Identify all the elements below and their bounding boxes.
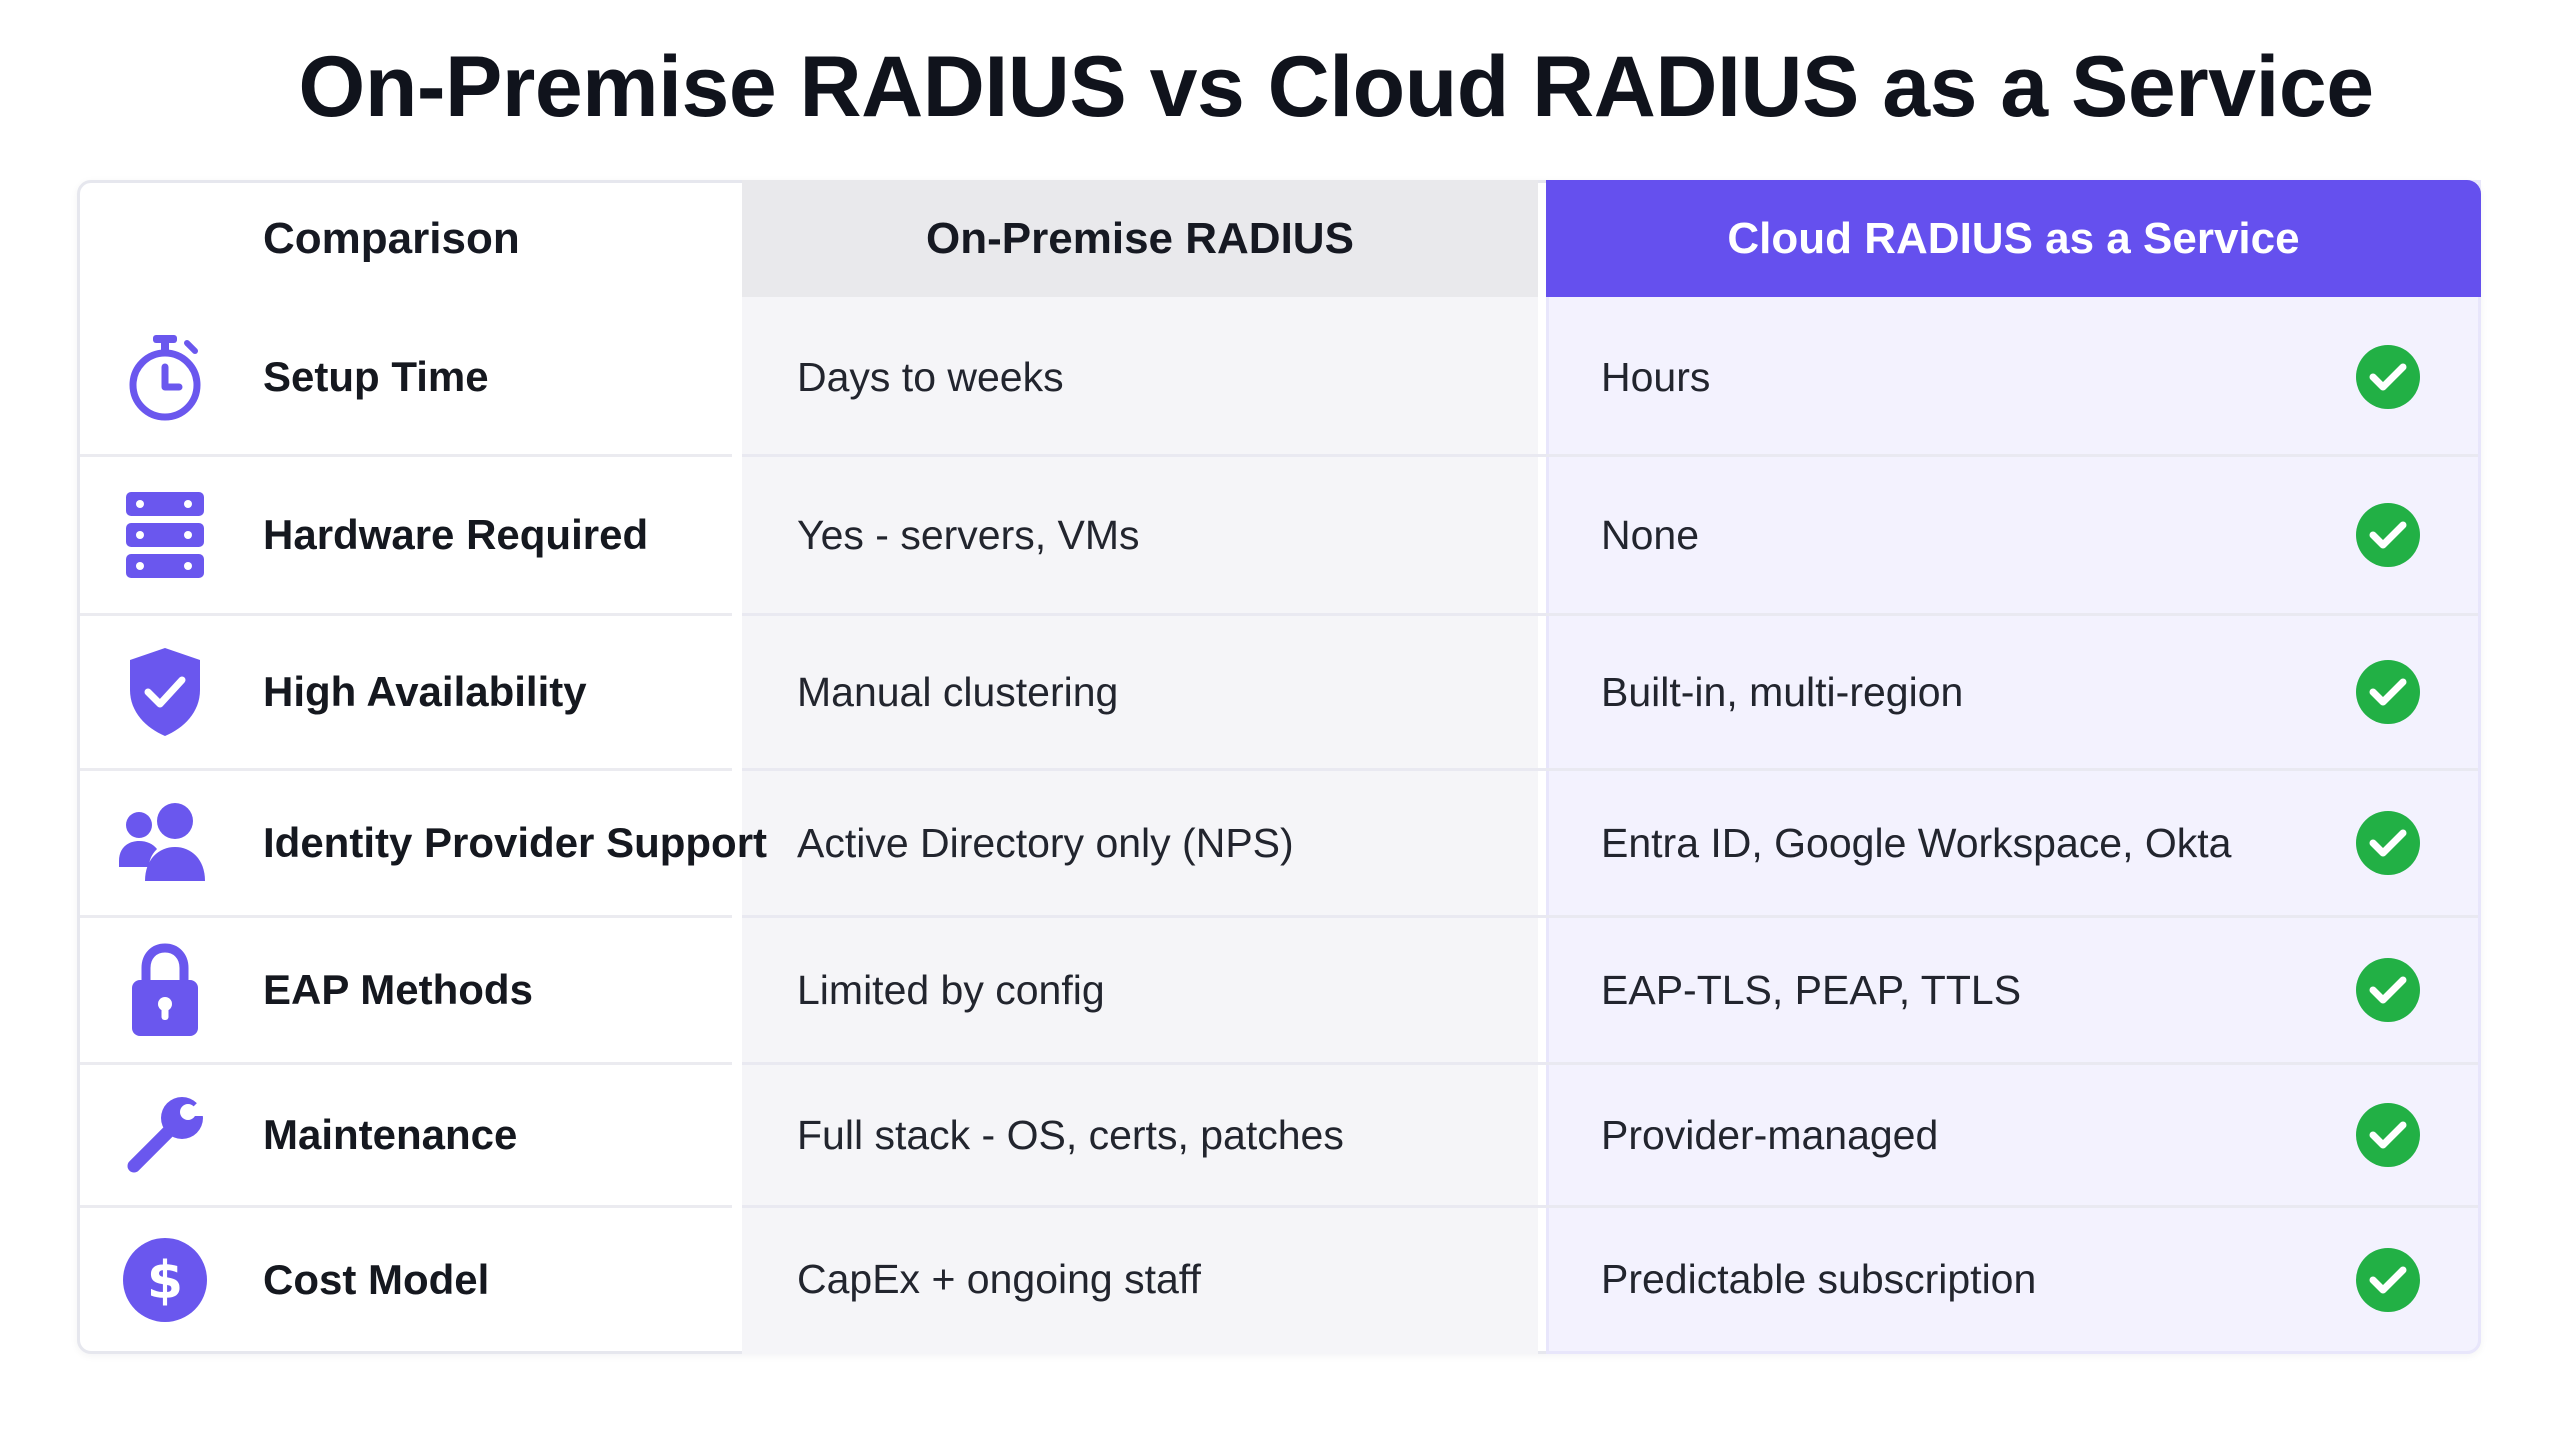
table-row: Maintenance Full stack - OS, certs, patc…: [80, 1065, 2478, 1205]
cloud-value: Hours: [1601, 353, 1711, 400]
row-label: Cost Model: [263, 1255, 490, 1303]
check-icon: [2354, 918, 2422, 1062]
row-divider: [80, 1205, 732, 1208]
on-premise-value: Days to weeks: [797, 353, 1064, 400]
table-row: $ Cost Model CapEx + ongoing staff Predi…: [80, 1208, 2478, 1351]
check-icon: [2354, 300, 2422, 454]
on-premise-value: Active Directory only (NPS): [797, 819, 1294, 866]
on-premise-value: Full stack - OS, certs, patches: [797, 1111, 1344, 1158]
table-row: Setup Time Days to weeks Hours: [80, 300, 2478, 454]
row-divider: [80, 768, 732, 771]
users-icon: [80, 771, 250, 915]
svg-text:$: $: [147, 1251, 183, 1311]
row-divider: [742, 454, 2478, 457]
wrench-icon: [80, 1065, 250, 1205]
on-premise-column: [742, 180, 1538, 1354]
row-label: Hardware Required: [263, 511, 649, 558]
row-divider: [80, 613, 732, 616]
header-cloud: Cloud RADIUS as a Service: [1546, 180, 2481, 297]
page-title: On-Premise RADIUS vs Cloud RADIUS as a S…: [298, 39, 2374, 135]
cloud-value: Predictable subscription: [1601, 1256, 2037, 1302]
stopwatch-icon: [80, 300, 250, 454]
row-divider: [80, 454, 732, 457]
row-divider: [742, 915, 2478, 918]
header-comparison: Comparison: [263, 213, 520, 263]
cloud-value: Provider-managed: [1601, 1111, 1939, 1158]
check-icon: [2354, 616, 2422, 768]
row-label: EAP Methods: [263, 966, 533, 1013]
row-label: Identity Provider Support: [263, 819, 768, 866]
cloud-value: Built-in, multi-region: [1601, 668, 1964, 715]
row-divider: [742, 1205, 2478, 1208]
row-label: High Availability: [263, 668, 587, 715]
check-icon: [2354, 771, 2422, 915]
on-premise-value: Manual clustering: [797, 668, 1119, 715]
check-icon: [2354, 1208, 2422, 1351]
table-row: EAP Methods Limited by config EAP-TLS, P…: [80, 918, 2478, 1062]
on-premise-value: Limited by config: [797, 966, 1105, 1013]
row-divider: [742, 613, 2478, 616]
row-divider: [80, 1062, 732, 1065]
cloud-value: Entra ID, Google Workspace, Okta: [1601, 819, 2232, 866]
dollar-circle-icon: $: [80, 1208, 250, 1351]
on-premise-value: CapEx + ongoing staff: [797, 1256, 1201, 1302]
cloud-value: None: [1601, 511, 1700, 558]
row-divider: [742, 1062, 2478, 1065]
header-on-premise: On-Premise RADIUS: [742, 180, 1538, 297]
cloud-value: EAP-TLS, PEAP, TTLS: [1601, 966, 2022, 1013]
cloud-column: [1546, 180, 2481, 1354]
check-icon: [2354, 457, 2422, 613]
table-row: Hardware Required Yes - servers, VMs Non…: [80, 457, 2478, 613]
check-icon: [2354, 1065, 2422, 1205]
table-row: High Availability Manual clustering Buil…: [80, 616, 2478, 768]
row-divider: [742, 768, 2478, 771]
table-row: Identity Provider Support Active Directo…: [80, 771, 2478, 915]
server-rack-icon: [80, 457, 250, 613]
on-premise-value: Yes - servers, VMs: [797, 511, 1140, 558]
row-divider: [80, 915, 732, 918]
row-label: Setup Time: [263, 353, 489, 400]
row-label: Maintenance: [263, 1111, 518, 1158]
shield-check-icon: [80, 616, 250, 768]
padlock-icon: [80, 918, 250, 1062]
